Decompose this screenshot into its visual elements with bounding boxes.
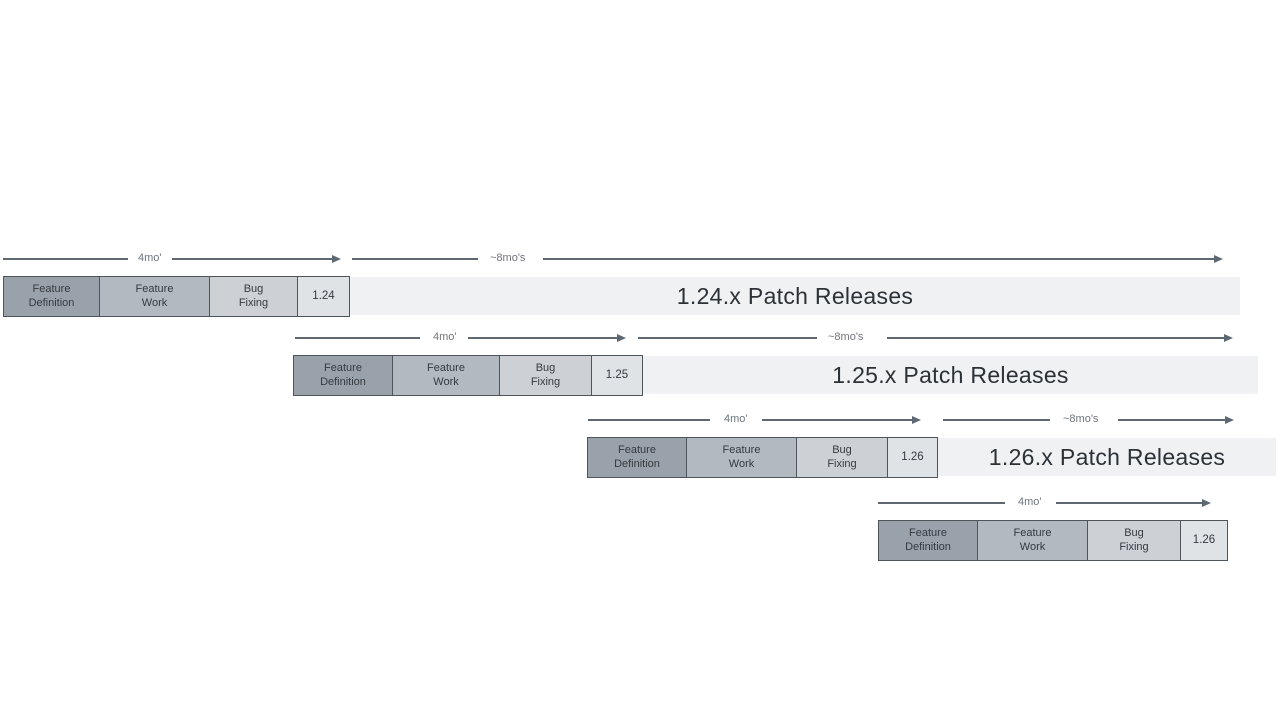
phase-label: Bug Fixing <box>530 361 561 388</box>
phase-block-bug-fixing: Bug Fixing <box>796 437 888 478</box>
duration-label-4mo: 4mo' <box>136 252 164 264</box>
arrowhead-icon <box>332 255 341 263</box>
phase-label: Bug Fixing <box>1119 526 1149 553</box>
patch-releases-label: 1.25.x Patch Releases <box>832 361 1069 388</box>
version-box: 1.26 <box>1180 520 1228 561</box>
timeline-line <box>1118 419 1225 421</box>
duration-label-4mo: 4mo' <box>431 331 459 343</box>
timeline-line <box>943 419 1050 421</box>
version-box: 1.24 <box>297 276 350 317</box>
version-label: 1.25 <box>605 369 629 382</box>
timeline-line <box>352 258 478 260</box>
duration-label-8mo: ~8mo's <box>1061 413 1101 425</box>
timeline-line <box>1056 502 1202 504</box>
version-label: 1.26 <box>901 451 924 464</box>
version-box: 1.26 <box>887 437 938 478</box>
arrowhead-icon <box>617 334 626 342</box>
duration-label-8mo: ~8mo's <box>488 252 528 264</box>
phase-block-feature-definition: Feature Definition <box>293 355 393 396</box>
phase-label: Feature Definition <box>905 526 951 553</box>
phase-label: Feature Work <box>722 443 761 470</box>
patch-releases-label: 1.24.x Patch Releases <box>676 282 914 309</box>
phase-block-feature-definition: Feature Definition <box>587 437 687 478</box>
phase-label: Bug Fixing <box>238 282 269 309</box>
phase-block-feature-definition: Feature Definition <box>878 520 978 561</box>
patch-releases-bar: 1.26.x Patch Releases <box>938 438 1276 476</box>
timeline-line <box>588 419 710 421</box>
patch-releases-bar: 1.24.x Patch Releases <box>350 277 1240 315</box>
version-label: 1.24 <box>312 290 335 303</box>
duration-label-8mo: ~8mo's <box>826 331 866 343</box>
phase-block-bug-fixing: Bug Fixing <box>1087 520 1181 561</box>
phase-block-bug-fixing: Bug Fixing <box>209 276 298 317</box>
arrowhead-icon <box>1214 255 1223 263</box>
timeline-line <box>172 258 332 260</box>
arrowhead-icon <box>1202 499 1211 507</box>
phase-label: Bug Fixing <box>827 443 857 470</box>
phase-block-bug-fixing: Bug Fixing <box>499 355 592 396</box>
phase-block-feature-definition: Feature Definition <box>3 276 100 317</box>
phase-label: Feature Definition <box>320 361 366 388</box>
phase-label: Feature Definition <box>28 282 75 309</box>
duration-label-4mo: 4mo' <box>1016 496 1044 508</box>
arrowhead-icon <box>912 416 921 424</box>
phase-block-feature-work: Feature Work <box>977 520 1088 561</box>
timeline-line <box>468 337 617 339</box>
timeline-line <box>762 419 912 421</box>
timeline-line <box>878 502 1005 504</box>
timeline-line <box>638 337 817 339</box>
timeline-line <box>543 258 1214 260</box>
patch-releases-bar: 1.25.x Patch Releases <box>643 356 1258 394</box>
timeline-line <box>3 258 128 260</box>
arrowhead-icon <box>1224 334 1233 342</box>
duration-label-4mo: 4mo' <box>722 413 750 425</box>
phase-block-feature-work: Feature Work <box>392 355 500 396</box>
phase-label: Feature Work <box>1013 526 1052 553</box>
phase-label: Feature Work <box>427 361 465 388</box>
version-label: 1.26 <box>1192 534 1216 547</box>
version-box: 1.25 <box>591 355 643 396</box>
phase-block-feature-work: Feature Work <box>99 276 210 317</box>
timeline-line <box>295 337 420 339</box>
arrowhead-icon <box>1225 416 1234 424</box>
patch-releases-label: 1.26.x Patch Releases <box>988 443 1226 470</box>
phase-label: Feature Definition <box>614 443 660 470</box>
phase-block-feature-work: Feature Work <box>686 437 797 478</box>
timeline-line <box>887 337 1224 339</box>
phase-label: Feature Work <box>135 282 174 309</box>
